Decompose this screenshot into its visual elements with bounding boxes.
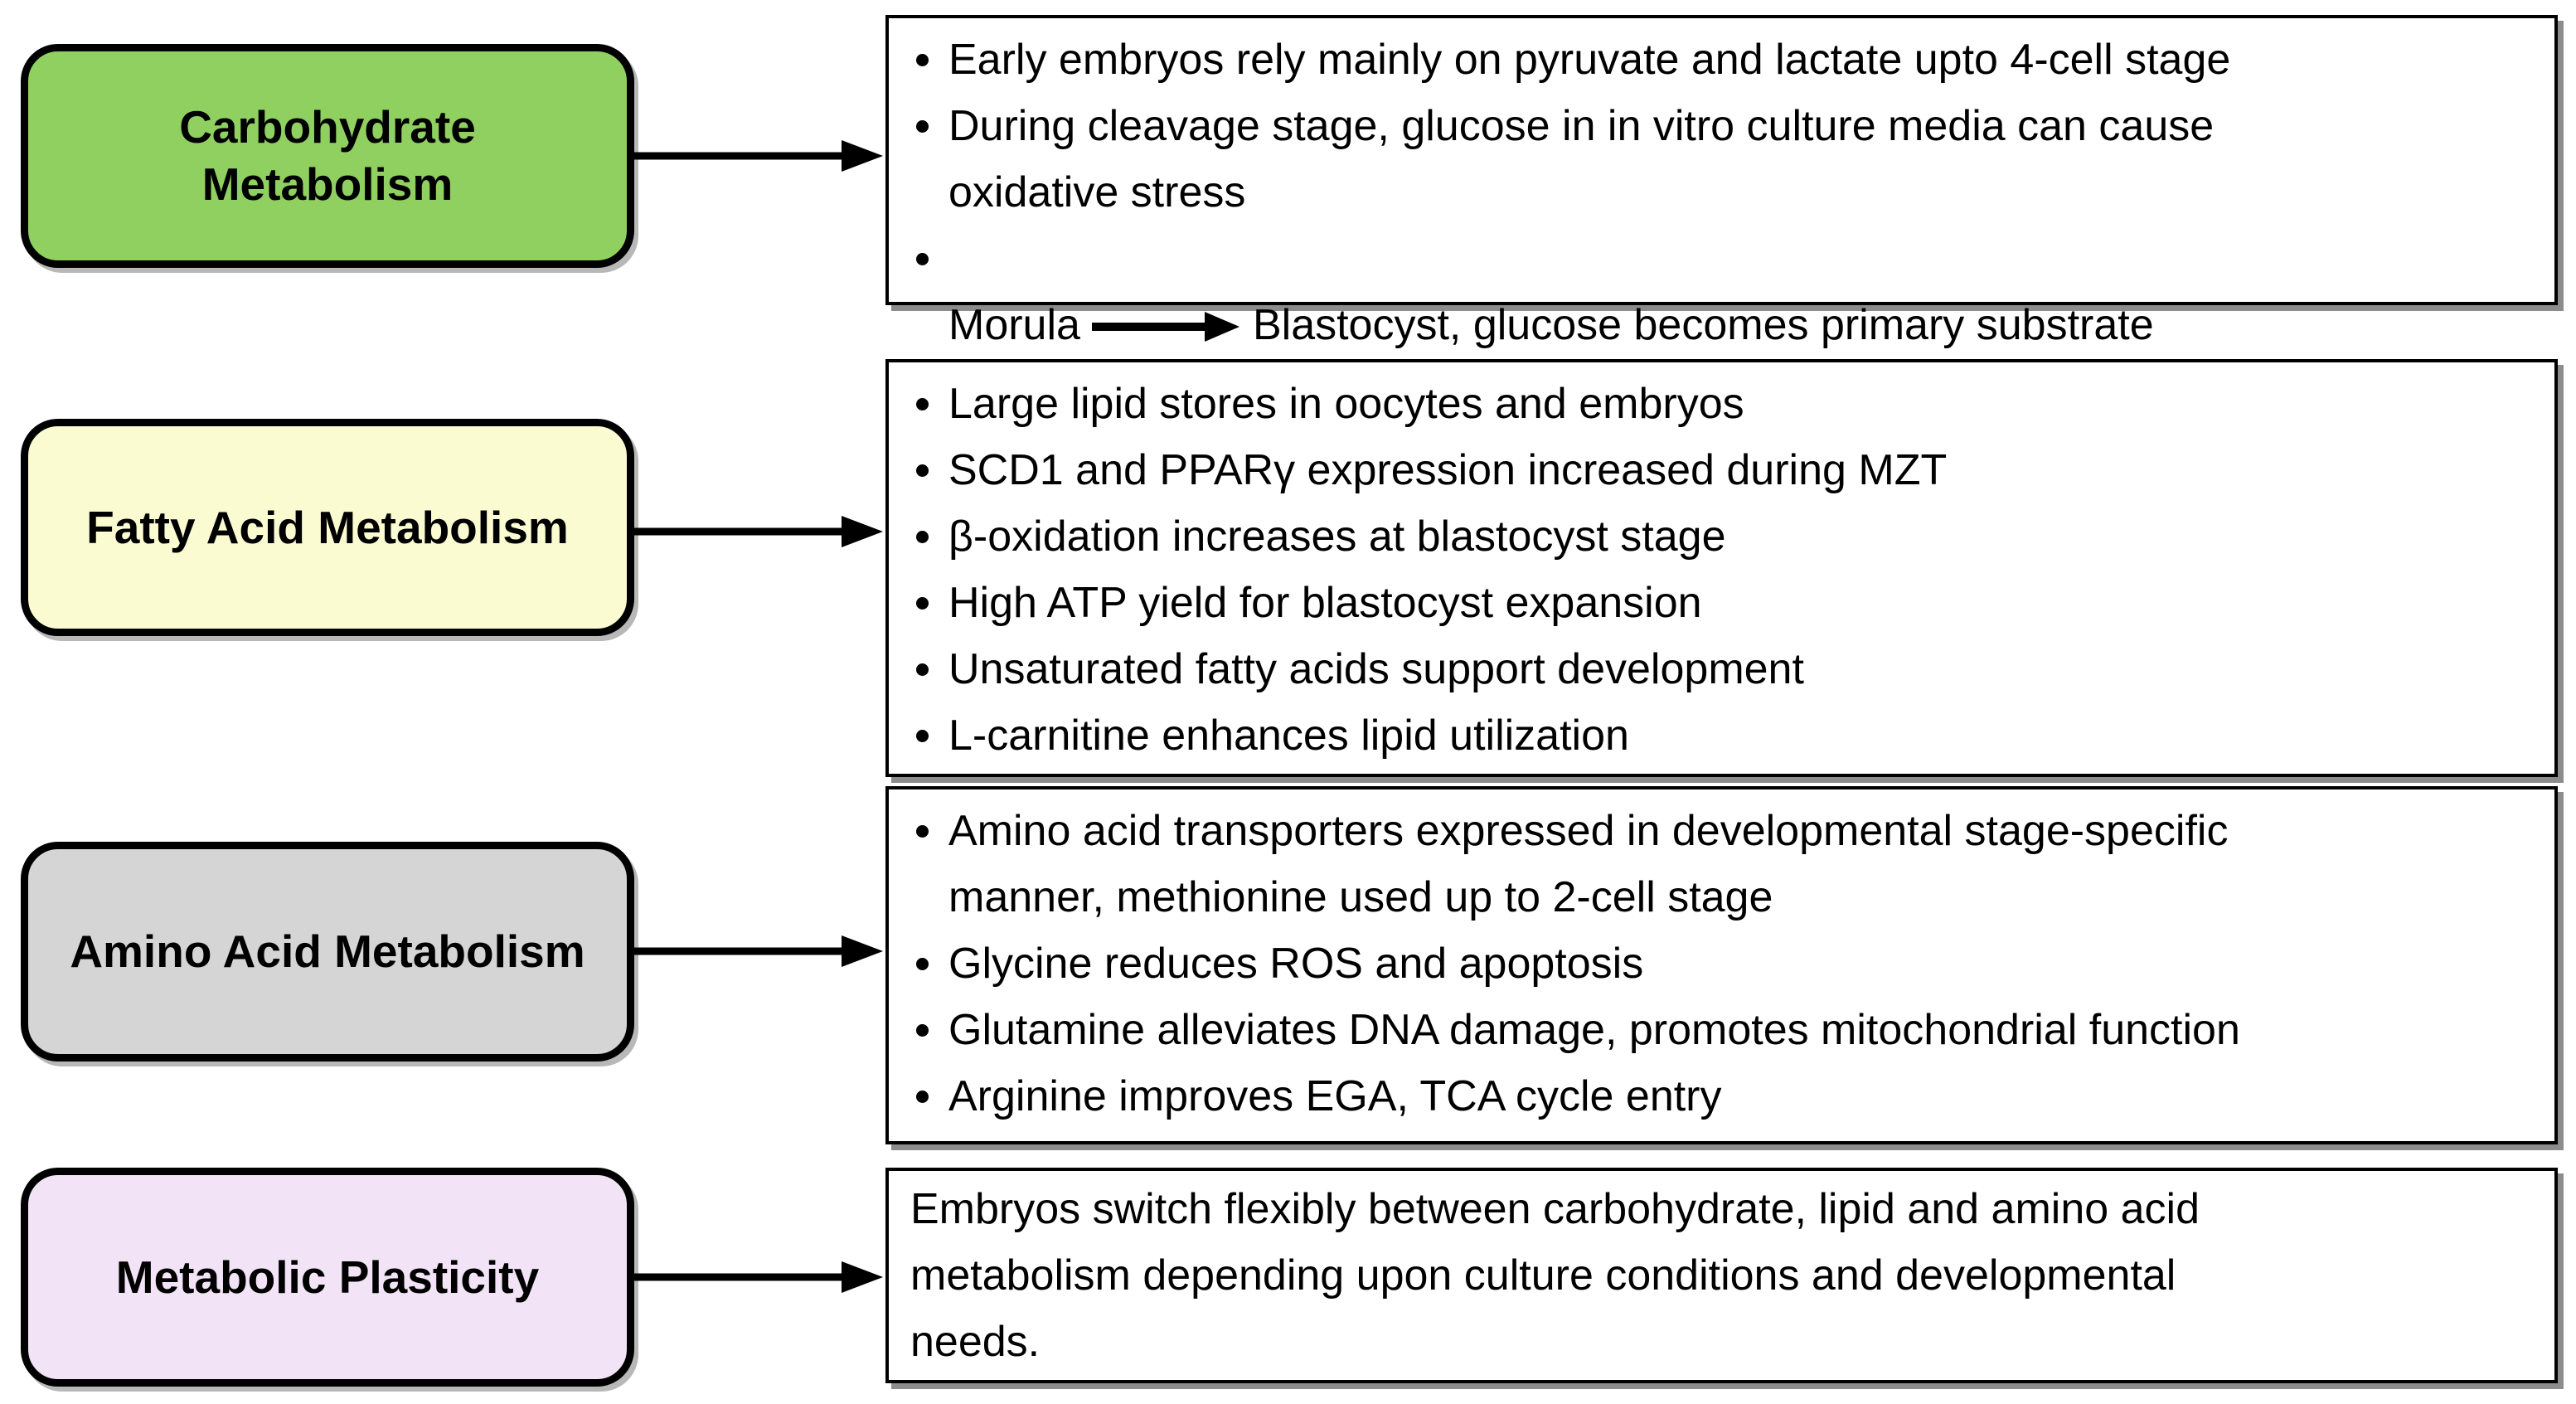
bullet-item: L-carnitine enhances lipid utilization <box>889 702 2541 769</box>
metabolic-plasticity-box: Metabolic Plasticity <box>21 1168 634 1387</box>
blastocyst-label: Blastocyst, glucose becomes primary subs… <box>1252 301 2154 349</box>
carbohydrate-metabolism-label: Carbohydrate Metabolism <box>179 101 476 210</box>
bullet-item: Early embryos rely mainly on pyruvate an… <box>889 27 2541 93</box>
bullet-item: Large lipid stores in oocytes and embryo… <box>889 371 2541 437</box>
fatty-acid-metabolism-box: Fatty Acid Metabolism <box>21 419 634 636</box>
fatty-acid-bullet-list: Large lipid stores in oocytes and embryo… <box>889 362 2554 769</box>
right-arrow-icon <box>1091 312 1239 342</box>
bullet-item: Morula Blastocyst, glucose becomes prima… <box>889 226 2541 358</box>
bullet-item: High ATP yield for blastocyst expansion <box>889 570 2541 636</box>
bullet-item: During cleavage stage, glucose in in vit… <box>889 93 2541 226</box>
amino-acid-bullet-list: Amino acid transporters expressed in dev… <box>889 789 2554 1130</box>
plasticity-paragraph: Embryos switch flexibly between carbohyd… <box>910 1185 2200 1366</box>
carbohydrate-metabolism-box: Carbohydrate Metabolism <box>21 44 634 268</box>
amino-acid-metabolism-label: Amino Acid Metabolism <box>70 925 585 978</box>
bullet-item: Unsaturated fatty acids support developm… <box>889 636 2541 702</box>
morula-label: Morula <box>948 301 1080 349</box>
bullet-item: Glycine reduces ROS and apoptosis <box>889 930 2541 997</box>
bullet-item: β-oxidation increases at blastocyst stag… <box>889 503 2541 570</box>
bullet-item: Amino acid transporters expressed in dev… <box>889 798 2541 930</box>
fatty-acid-notes-box: Large lipid stores in oocytes and embryo… <box>885 359 2558 777</box>
bullet-item: SCD1 and PPARγ expression increased duri… <box>889 437 2541 503</box>
bullet-item: Glutamine alleviates DNA damage, promote… <box>889 997 2541 1063</box>
connector-arrow-icon <box>631 1261 883 1293</box>
carbohydrate-bullet-list: Early embryos rely mainly on pyruvate an… <box>889 18 2554 358</box>
amino-acid-notes-box: Amino acid transporters expressed in dev… <box>885 786 2558 1144</box>
connector-arrow-icon <box>631 516 883 547</box>
plasticity-notes-box: Embryos switch flexibly between carbohyd… <box>885 1168 2558 1383</box>
bullet-item: Arginine improves EGA, TCA cycle entry <box>889 1063 2541 1130</box>
carbohydrate-notes-box: Early embryos rely mainly on pyruvate an… <box>885 15 2558 349</box>
metabolic-plasticity-label: Metabolic Plasticity <box>115 1251 540 1303</box>
connector-arrow-icon <box>631 935 883 967</box>
connector-arrow-icon <box>631 140 883 172</box>
fatty-acid-metabolism-label: Fatty Acid Metabolism <box>86 501 569 553</box>
amino-acid-metabolism-box: Amino Acid Metabolism <box>21 842 634 1062</box>
